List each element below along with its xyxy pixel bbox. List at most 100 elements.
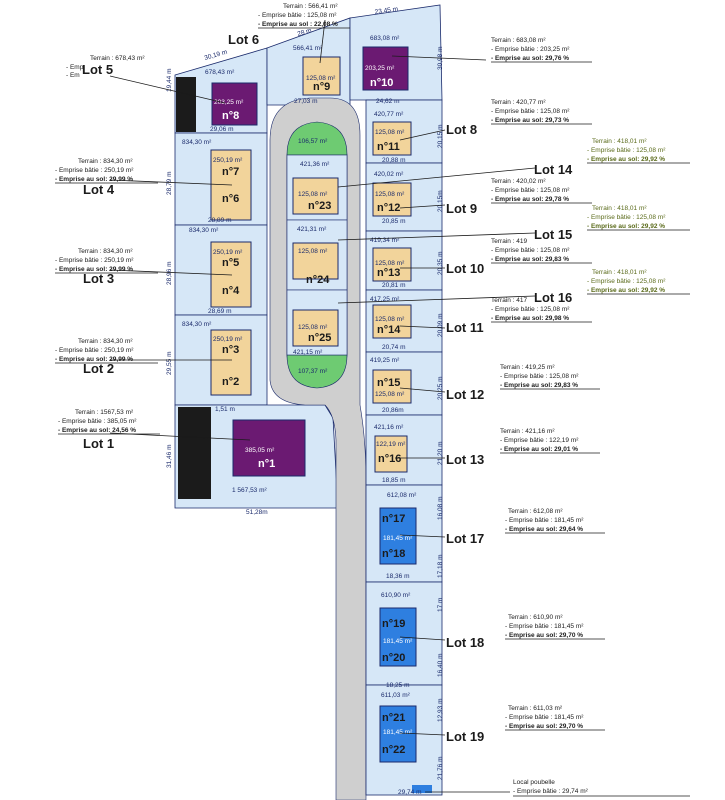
lot-title: Lot 19 xyxy=(446,729,484,744)
dimension-label: 29,74 m xyxy=(398,789,422,796)
callout-line: - Emprise au sol: 29,70 % xyxy=(505,632,583,639)
callout-line: Terrain : 420,77 m² xyxy=(491,99,546,106)
callout-line: - Emprise au sol: 29,83 % xyxy=(491,256,569,263)
footprint-label: 125,08 m² xyxy=(298,324,328,331)
callout-line: - Emprise bâtie : 29,74 m² xyxy=(513,788,589,795)
house-number: n°16 xyxy=(378,453,401,465)
dimension-label: 31,46 m xyxy=(166,445,173,469)
callout-lot-16: Terrain : 418,01 m² - Emprise bâtie : 12… xyxy=(587,269,666,294)
callout-line: - Emprise au sol: 29,01 % xyxy=(500,446,578,453)
dimension-label: 16,40 m xyxy=(437,654,444,678)
callouts: Terrain : 1567,53 m² - Emprise bâtie : 3… xyxy=(55,3,666,795)
callout-line: Terrain : 834,30 m² xyxy=(78,338,133,345)
callout-line: Terrain : 834,30 m² xyxy=(78,248,133,255)
footprint-label: 122,19 m² xyxy=(376,441,406,448)
callout-line: - Emprise au sol: 29,92 % xyxy=(587,223,665,230)
footprint-label: 181,45 m² xyxy=(383,535,413,542)
lot-title: Lot 9 xyxy=(446,201,477,216)
footprint-label: 203,25 m² xyxy=(214,99,244,106)
callout-line: Terrain : 418,01 m² xyxy=(592,205,647,212)
dimension-label: 28,89 m xyxy=(208,217,232,224)
dimension-label: 20,86m xyxy=(382,407,404,414)
callout-lot-17: Terrain : 612,08 m² - Emprise bâtie : 18… xyxy=(505,508,584,533)
callout-lot-15: Terrain : 418,01 m² - Emprise bâtie : 12… xyxy=(587,205,666,230)
leader-lot-18 xyxy=(399,636,446,641)
leader-lot-16 xyxy=(337,295,536,304)
house-number: n°14 xyxy=(377,324,401,336)
dimension-label: 20,88 m xyxy=(382,157,406,164)
house-1 xyxy=(232,419,306,477)
house-number: n°13 xyxy=(377,267,400,279)
dimension-label: 19,44 m xyxy=(166,69,173,93)
plot-area-label: 834,30 m² xyxy=(182,139,212,146)
callout-line: - Emprise bâtie : 125,08 m² xyxy=(587,278,666,285)
callout-line: - Emprise bâtie : 125,08 m² xyxy=(491,247,570,254)
footprint-label: 125,08 m² xyxy=(375,129,405,136)
hatched-strip-lot-5 xyxy=(176,77,196,132)
house-number: n°18 xyxy=(382,548,405,560)
footprint-label: 125,08 m² xyxy=(375,316,405,323)
leader-lot-5 xyxy=(109,75,226,104)
callout-bin: Local poubelle - Emprise bâtie : 29,74 m… xyxy=(513,779,589,795)
callout-line: Terrain : 566,41 m² xyxy=(283,3,338,10)
plot-area-label: 566,41 m² xyxy=(293,45,323,52)
dimension-label: 28,96 m xyxy=(166,262,173,286)
house-number: n°12 xyxy=(377,202,400,214)
dimension-label: 23,45 m xyxy=(374,6,398,16)
footprint-label: 125,08 m² xyxy=(298,248,328,255)
plot-area-label: 1 567,53 m² xyxy=(232,487,268,494)
callout-line: Terrain : 610,90 m² xyxy=(508,614,563,621)
callout-line: - Emprise au sol: 29,99 % xyxy=(55,176,133,183)
house-number: n°4 xyxy=(222,285,240,297)
house-number: n°9 xyxy=(313,81,330,93)
house-17-18 xyxy=(379,507,417,565)
callout-line: Terrain : 419 xyxy=(491,238,528,245)
house-number: n°21 xyxy=(382,712,405,724)
callout-line: Terrain : 418,01 m² xyxy=(592,269,647,276)
house-15 xyxy=(372,369,412,404)
hatched-strip-lot-1 xyxy=(178,407,211,499)
house-numbers: n°1 n°8 n°10 n°7 n°6 n°5 n°4 n°3 n°2 n°9… xyxy=(222,77,405,756)
callout-lot-5: Terrain : 678,43 m² - Emp - Em xyxy=(66,55,145,79)
plot-area-label: 420,02 m² xyxy=(374,171,404,178)
dimension-label: 51,28m xyxy=(246,509,268,516)
lot-title: Lot 14 xyxy=(534,162,573,177)
plot-area-label: 421,31 m² xyxy=(297,226,327,233)
callout-line: - Emprise au sol: 29,83 % xyxy=(500,382,578,389)
lot-title: Lot 11 xyxy=(446,320,484,335)
leader-lot-11 xyxy=(399,325,446,329)
house-13 xyxy=(372,247,412,282)
lot-title: Lot 5 xyxy=(82,62,113,77)
footprint-label: 250,19 m² xyxy=(213,336,243,343)
leader-lot-9 xyxy=(399,204,446,209)
green-space-top xyxy=(286,121,348,156)
dimension-label: 28 m xyxy=(297,27,313,38)
house-number: n°6 xyxy=(222,193,239,205)
house-21-22 xyxy=(379,705,417,763)
footprint-label: 250,19 m² xyxy=(213,157,243,164)
leader-lot-6 xyxy=(319,19,326,64)
callout-line: - Emprise au sol: 29,92 % xyxy=(587,287,665,294)
callout-lot-8: Terrain : 420,77 m² - Emprise bâtie : 12… xyxy=(491,99,570,124)
callout-line: Terrain : 611,03 m² xyxy=(508,705,563,712)
callout-line: - Emprise au sol: 29,99 % xyxy=(55,356,133,363)
house-number: n°5 xyxy=(222,257,239,269)
callout-lot-3: Terrain : 834,30 m² - Emprise bâtie : 25… xyxy=(55,248,134,273)
leader-lot-4 xyxy=(109,179,233,186)
plot-area-label: 417,25 m² xyxy=(370,296,400,303)
callout-line: Terrain : 421,16 m² xyxy=(500,428,555,435)
dimension-label: 24,62 m xyxy=(376,98,400,105)
house-8 xyxy=(211,82,258,126)
lot-title: Lot 4 xyxy=(83,182,115,197)
lot-title: Lot 12 xyxy=(446,387,484,402)
lot-title: Lot 6 xyxy=(228,32,259,47)
plot-area-label: 678,43 m² xyxy=(205,69,235,76)
footprint-label: 125,08 m² xyxy=(375,260,405,267)
callout-line: - Emprise bâtie : 250,19 m² xyxy=(55,257,134,264)
callout-line: - Emprise bâtie : 125,08 m² xyxy=(258,12,337,19)
callout-line: Terrain : 418,01 m² xyxy=(592,138,647,145)
callout-line: - Emprise au sol: 29,98 % xyxy=(491,315,569,322)
house-3-2 xyxy=(210,329,252,396)
callout-line: Terrain : 612,08 m² xyxy=(508,508,563,515)
callout-line: - Emprise bâtie : 385,05 m² xyxy=(58,418,137,425)
